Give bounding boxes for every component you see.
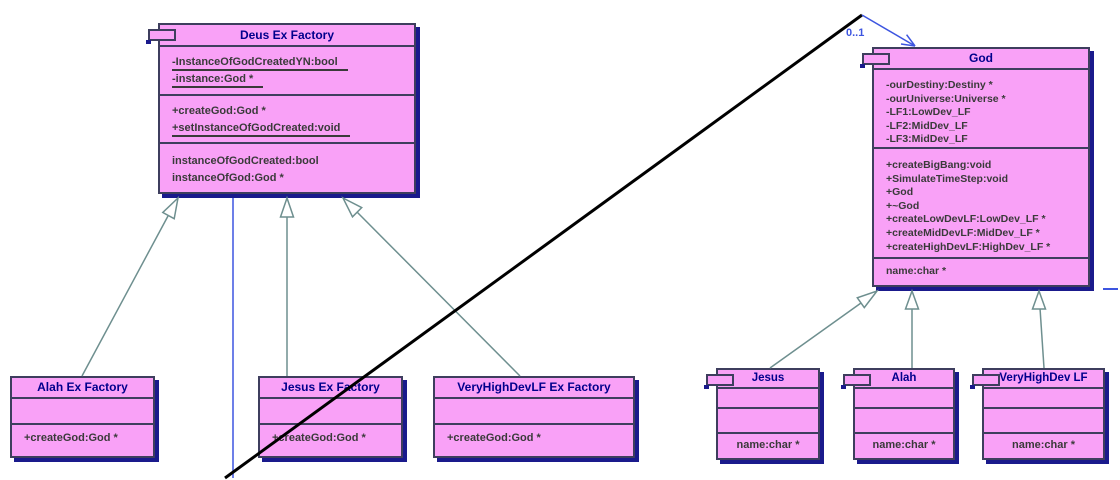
generalization-arrowhead bbox=[279, 195, 295, 218]
methods-compartment: +createGod:God * +setInstanceOfGodCreate… bbox=[160, 96, 414, 144]
data-compartment: name:char * bbox=[984, 434, 1103, 458]
method: +createMidDevLF:MidDev_LF * bbox=[886, 226, 1040, 239]
attributes-compartment bbox=[718, 389, 818, 409]
class-jesus[interactable]: Jesus name:char * bbox=[704, 368, 820, 460]
data-compartment: name:char * bbox=[874, 259, 1088, 285]
attributes-compartment bbox=[855, 389, 953, 409]
method: +createGod:God * bbox=[172, 105, 266, 117]
class-god[interactable]: God -ourDestiny:Destiny * -ourUniverse:U… bbox=[860, 47, 1090, 287]
methods-compartment bbox=[855, 409, 953, 434]
uml-class-icon bbox=[704, 374, 734, 389]
methods-compartment: +createBigBang:void +SimulateTimeStep:vo… bbox=[874, 149, 1088, 259]
class-title: Jesus Ex Factory bbox=[260, 378, 401, 399]
method: +SimulateTimeStep:void bbox=[886, 172, 1009, 185]
association-segment-to-god bbox=[861, 14, 916, 47]
generalization-vhdlf-ex-factory-line bbox=[356, 211, 521, 377]
data-member: name:char * bbox=[886, 265, 947, 277]
uml-class-icon bbox=[146, 29, 176, 44]
attributes-compartment: -InstanceOfGodCreatedYN:bool -instance:G… bbox=[160, 47, 414, 96]
data-compartment: name:char * bbox=[855, 434, 953, 458]
class-title: VeryHighDev LF bbox=[984, 370, 1103, 389]
method: +God bbox=[886, 186, 914, 199]
class-veryhighdev-lf[interactable]: VeryHighDev LF name:char * bbox=[970, 368, 1105, 460]
method: +createGod:God * bbox=[447, 432, 541, 444]
class-title: God bbox=[874, 49, 1088, 70]
attribute: -ourUniverse:Universe * bbox=[886, 92, 1006, 105]
data-member: instanceOfGodCreated:bool bbox=[172, 155, 319, 167]
generalization-arrowhead bbox=[1031, 288, 1047, 310]
data-member: instanceOfGod:God * bbox=[172, 172, 284, 184]
class-deus-ex-factory[interactable]: Deus Ex Factory -InstanceOfGodCreatedYN:… bbox=[146, 23, 416, 194]
generalization-arrowhead bbox=[161, 195, 180, 220]
generalization-arrowhead bbox=[341, 196, 363, 219]
uml-class-icon bbox=[860, 53, 890, 68]
attribute: -LF2:MidDev_LF bbox=[886, 119, 968, 132]
attribute: -LF3:MidDev_LF bbox=[886, 133, 968, 146]
methods-compartment: +createGod:God * bbox=[435, 425, 633, 456]
generalization-arrowhead bbox=[856, 289, 880, 309]
data-member: name:char * bbox=[872, 439, 936, 451]
method: +createBigBang:void bbox=[886, 159, 992, 171]
data-member: name:char * bbox=[736, 439, 800, 451]
class-veryhighdevlf-ex-factory[interactable]: VeryHighDevLF Ex Factory +createGod:God … bbox=[433, 376, 635, 458]
attributes-compartment bbox=[435, 399, 633, 425]
attributes-compartment: -ourDestiny:Destiny * -ourUniverse:Unive… bbox=[874, 70, 1088, 149]
class-title: Deus Ex Factory bbox=[160, 25, 414, 47]
class-jesus-ex-factory[interactable]: Jesus Ex Factory +createGod:God * bbox=[258, 376, 403, 458]
class-alah-ex-factory[interactable]: Alah Ex Factory +createGod:God * bbox=[10, 376, 155, 458]
attribute: -LF1:LowDev_LF bbox=[886, 106, 971, 119]
generalization-jesus-line bbox=[769, 302, 862, 369]
method: +~God bbox=[886, 199, 920, 212]
method: +createGod:God * bbox=[24, 432, 118, 444]
method: +createHighDevLF:HighDev_LF * bbox=[886, 240, 1051, 253]
method: +createLowDevLF:LowDev_LF * bbox=[886, 213, 1046, 226]
class-title: Alah bbox=[855, 370, 953, 389]
data-compartment: instanceOfGodCreated:bool instanceOfGod:… bbox=[160, 144, 414, 192]
attributes-compartment bbox=[984, 389, 1103, 409]
class-title: Alah Ex Factory bbox=[12, 378, 153, 399]
methods-compartment: +createGod:God * bbox=[260, 425, 401, 456]
generalization-vhd-line bbox=[1039, 307, 1045, 369]
class-title: VeryHighDevLF Ex Factory bbox=[435, 378, 633, 399]
generalization-arrowhead bbox=[904, 288, 920, 310]
generalization-alah-ex-factory-line bbox=[81, 215, 169, 377]
association-arrowhead bbox=[900, 43, 916, 47]
methods-compartment bbox=[984, 409, 1103, 434]
uml-class-icon bbox=[841, 374, 871, 389]
attribute: -InstanceOfGodCreatedYN:bool bbox=[172, 56, 348, 71]
attributes-compartment bbox=[12, 399, 153, 425]
method: +setInstanceOfGodCreated:void bbox=[172, 122, 351, 137]
methods-compartment bbox=[718, 409, 818, 434]
uml-class-icon bbox=[970, 374, 1000, 389]
attribute: -instance:God * bbox=[172, 73, 264, 88]
method: +createGod:God * bbox=[272, 432, 366, 444]
data-member: name:char * bbox=[1012, 439, 1075, 451]
methods-compartment: +createGod:God * bbox=[12, 425, 153, 456]
data-compartment: name:char * bbox=[718, 434, 818, 458]
attribute: -ourDestiny:Destiny * bbox=[886, 79, 993, 91]
multiplicity-label: 0..1 bbox=[846, 27, 865, 39]
attributes-compartment bbox=[260, 399, 401, 425]
class-alah[interactable]: Alah name:char * bbox=[841, 368, 955, 460]
association-arrowhead bbox=[905, 34, 916, 47]
